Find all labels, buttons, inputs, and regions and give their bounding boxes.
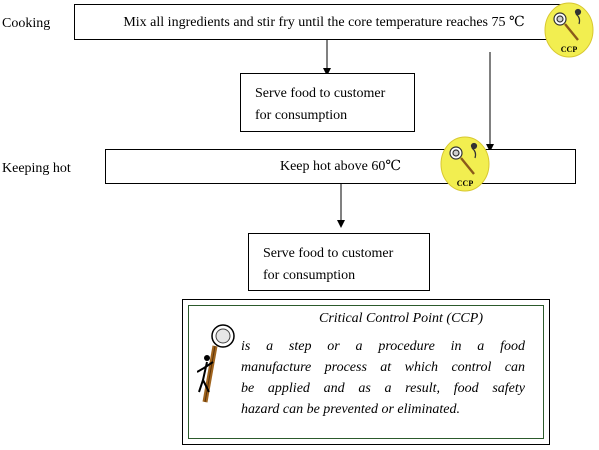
ccp-legend-definition: is a step or a procedure in a food manuf… xyxy=(241,336,525,420)
ccp-legend-line-1: is a step or a procedure in a food xyxy=(241,339,525,354)
ccp-legend-title: Critical Control Point (CCP) xyxy=(319,311,483,326)
ccp-legend-line-4: hazard can be prevented or eliminated. xyxy=(241,402,461,417)
step-keep-hot: Keep hot above 60℃ xyxy=(105,149,576,184)
step-cook-text: Mix all ingredients and stir fry until t… xyxy=(123,14,525,30)
step-cook: Mix all ingredients and stir fry until t… xyxy=(74,4,574,40)
step-serve-2-line-2: for consumption xyxy=(263,268,356,283)
step-keep-hot-text: Keep hot above 60℃ xyxy=(279,159,402,174)
thermometer-figure-icon xyxy=(196,322,239,411)
thermometer-probe-icon xyxy=(553,8,582,41)
stage-label-cooking: Cooking xyxy=(2,16,51,31)
ccp-badge-keeping-hot: CCP xyxy=(440,136,490,197)
step-serve-1-line-1: Serve food to customer xyxy=(255,86,386,101)
step-serve-1: Serve food to customer for consumption xyxy=(240,73,415,132)
thermometer-probe-icon xyxy=(449,142,478,175)
ccp-legend: Critical Control Point (CCP) is a step o… xyxy=(182,299,550,445)
step-serve-1-line-2: for consumption xyxy=(255,108,348,123)
ccp-badge-label: CCP xyxy=(457,179,474,188)
stage-label-keeping-hot: Keeping hot xyxy=(2,161,71,176)
ccp-legend-line-2: manufacture process at which control can xyxy=(241,360,525,375)
ccp-legend-frame xyxy=(188,305,544,439)
step-serve-2: Serve food to customer for consumption xyxy=(248,233,430,291)
ccp-legend-line-3: be applied and as a result, food safety xyxy=(241,381,525,396)
step-serve-2-line-1: Serve food to customer xyxy=(263,246,394,261)
ccp-badge-cooking: CCP xyxy=(544,2,594,63)
ccp-badge-label: CCP xyxy=(561,45,578,54)
